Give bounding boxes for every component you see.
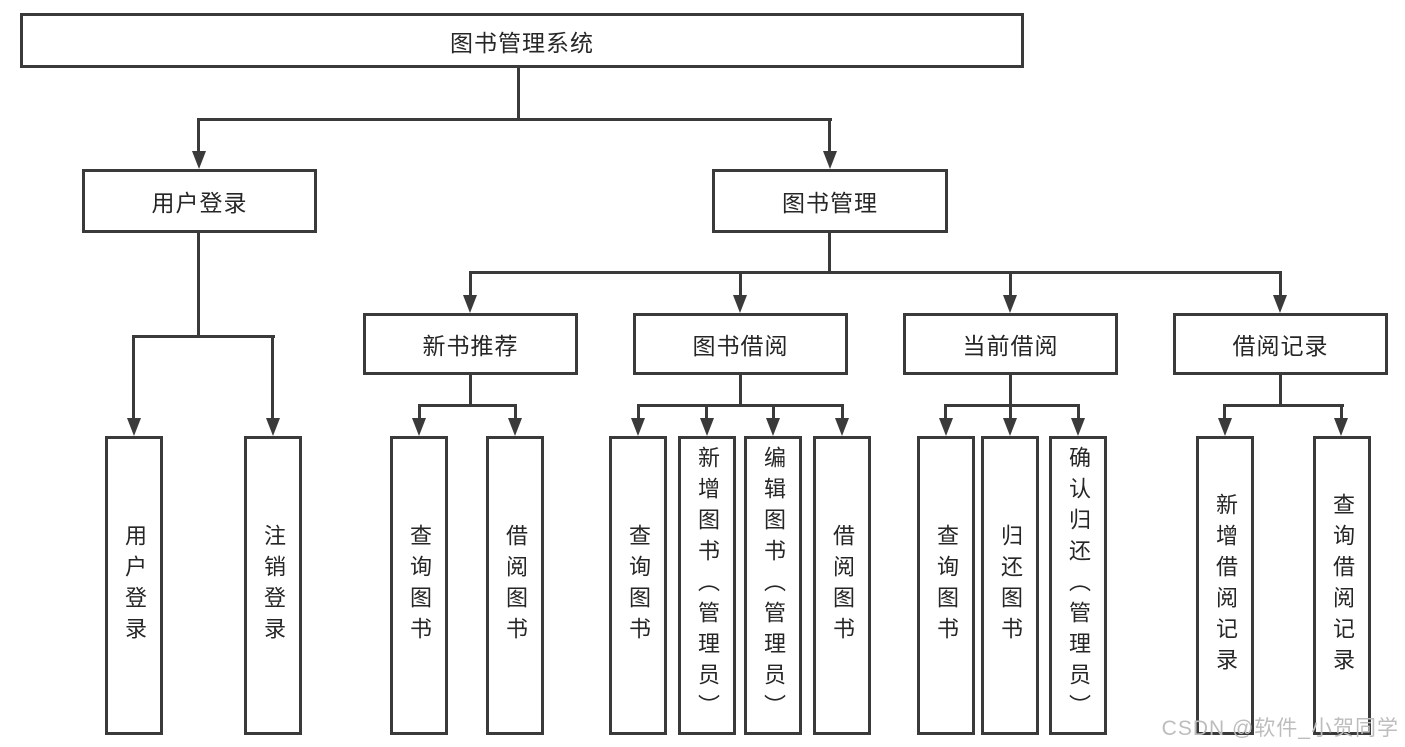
leaf-confirm-return-admin: 确认归还（管理员） [1049, 436, 1107, 735]
leaf-label: 注销登录 [261, 523, 286, 648]
connector-user-login-stem [197, 233, 200, 336]
connector-drop [637, 406, 640, 419]
leaf-label: 确认归还（管理员） [1066, 446, 1091, 725]
leaf-borrow-books-2: 借阅图书 [813, 436, 871, 735]
node-user-login-label: 用户登录 [151, 190, 248, 216]
leaf-label: 查询图书 [407, 523, 432, 648]
leaf-add-books-admin: 新增图书（管理员） [678, 436, 736, 735]
connector-root-branch [197, 118, 832, 121]
node-new-book-rec-label: 新书推荐 [422, 333, 519, 359]
leaf-user-login: 用户登录 [105, 436, 163, 735]
leaf-edit-books-admin: 编辑图书（管理员） [744, 436, 802, 735]
csdn-watermark: CSDN @软件_小贺同学 [1161, 717, 1399, 740]
down-arrowhead-icon [700, 418, 714, 436]
connector-borrow-records-branch [1223, 404, 1344, 407]
node-borrow-records-label: 借阅记录 [1232, 333, 1329, 359]
down-arrowhead-icon [127, 418, 141, 436]
leaf-add-borrow-record: 新增借阅记录 [1196, 436, 1254, 735]
leaf-label: 编辑图书（管理员） [761, 446, 786, 725]
connector-book-borrow-stem [739, 375, 742, 406]
connector-drop-leaf-login [132, 337, 135, 418]
connector-drop-borrow-records [1279, 273, 1282, 296]
leaf-label: 借阅图书 [503, 523, 528, 648]
connector-new-book-rec-stem [469, 375, 472, 406]
leaf-label: 查询借阅记录 [1330, 492, 1355, 679]
connector-book-mgmt-branch [469, 271, 1282, 274]
connector-drop-book-mgmt [828, 119, 831, 152]
node-book-borrow-label: 图书借阅 [692, 333, 789, 359]
connector-user-login-branch [132, 335, 275, 338]
down-arrowhead-icon [463, 295, 477, 313]
down-arrowhead-icon [835, 418, 849, 436]
down-arrowhead-icon [733, 295, 747, 313]
node-library-system-label: 图书管理系统 [450, 29, 594, 56]
connector-borrow-records-stem [1279, 375, 1282, 406]
node-book-mgmt: 图书管理 [712, 169, 948, 233]
down-arrowhead-icon [192, 151, 206, 169]
leaf-logout: 注销登录 [244, 436, 302, 735]
connector-drop-book-borrow [739, 273, 742, 296]
leaf-label: 借阅图书 [830, 523, 855, 648]
down-arrowhead-icon [1218, 418, 1232, 436]
leaf-label: 查询图书 [934, 523, 959, 648]
connector-drop [1223, 406, 1226, 419]
down-arrowhead-icon [631, 418, 645, 436]
connector-drop-leaf-logout [271, 337, 274, 418]
down-arrowhead-icon [1071, 418, 1085, 436]
down-arrowhead-icon [823, 151, 837, 169]
node-library-system: 图书管理系统 [20, 13, 1024, 68]
leaf-return-books: 归还图书 [981, 436, 1039, 735]
node-user-login: 用户登录 [82, 169, 317, 233]
connector-drop [514, 406, 517, 419]
connector-drop [772, 406, 775, 419]
leaf-label: 用户登录 [122, 523, 147, 648]
leaf-query-books-1: 查询图书 [390, 436, 448, 735]
connector-drop-current-borrow [1009, 273, 1012, 296]
down-arrowhead-icon [1003, 295, 1017, 313]
connector-current-borrow-stem [1009, 375, 1012, 406]
connector-drop [841, 406, 844, 419]
connector-new-book-rec-branch [418, 404, 517, 407]
connector-drop [944, 406, 947, 419]
connector-drop [1077, 406, 1080, 419]
leaf-label: 查询图书 [626, 523, 651, 648]
down-arrowhead-icon [1273, 295, 1287, 313]
node-borrow-records: 借阅记录 [1173, 313, 1388, 375]
leaf-label: 新增图书（管理员） [695, 446, 720, 725]
down-arrowhead-icon [1334, 418, 1348, 436]
node-book-borrow: 图书借阅 [633, 313, 848, 375]
node-new-book-rec: 新书推荐 [363, 313, 578, 375]
leaf-query-borrow-record: 查询借阅记录 [1313, 436, 1371, 735]
leaf-label: 新增借阅记录 [1213, 492, 1238, 679]
down-arrowhead-icon [412, 418, 426, 436]
node-book-mgmt-label: 图书管理 [782, 190, 878, 216]
connector-drop [1009, 406, 1012, 419]
down-arrowhead-icon [939, 418, 953, 436]
leaf-query-books-3: 查询图书 [917, 436, 975, 735]
down-arrowhead-icon [766, 418, 780, 436]
node-current-borrow: 当前借阅 [903, 313, 1118, 375]
connector-book-mgmt-stem [828, 233, 831, 272]
leaf-borrow-books-1: 借阅图书 [486, 436, 544, 735]
connector-drop [1340, 406, 1343, 419]
connector-drop-user-login [197, 119, 200, 152]
leaf-query-books-2: 查询图书 [609, 436, 667, 735]
connector-current-borrow-branch [944, 404, 1080, 407]
down-arrowhead-icon [266, 418, 280, 436]
connector-root-stem [517, 67, 520, 119]
connector-drop [705, 406, 708, 419]
down-arrowhead-icon [1003, 418, 1017, 436]
connector-drop [418, 406, 421, 419]
connector-book-borrow-branch [637, 404, 844, 407]
down-arrowhead-icon [508, 418, 522, 436]
node-current-borrow-label: 当前借阅 [962, 333, 1059, 359]
connector-drop-new-book-rec [469, 273, 472, 296]
leaf-label: 归还图书 [998, 523, 1023, 648]
